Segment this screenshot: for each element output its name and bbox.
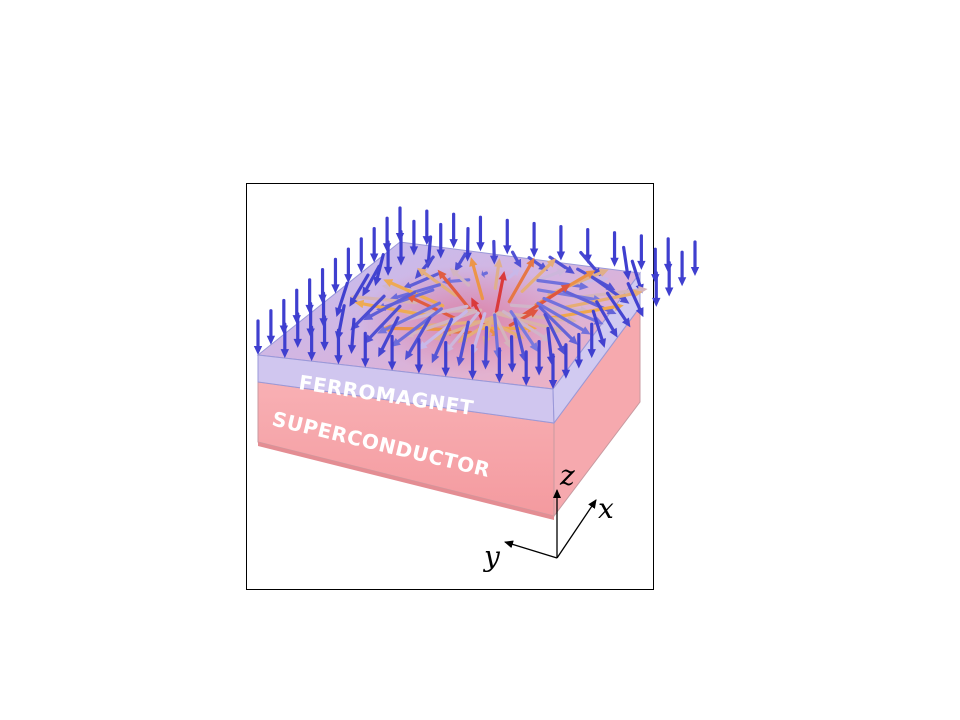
spin-arrow-head <box>664 287 674 297</box>
spin-arrow <box>663 237 673 273</box>
spin-arrow-head <box>663 263 673 273</box>
spin-arrow <box>664 260 674 297</box>
spin-arrow-head <box>690 267 700 276</box>
spin-arrow-head <box>677 277 687 287</box>
spin-arrow <box>677 250 687 287</box>
figure-frame <box>246 183 654 590</box>
spin-arrow <box>690 240 700 276</box>
